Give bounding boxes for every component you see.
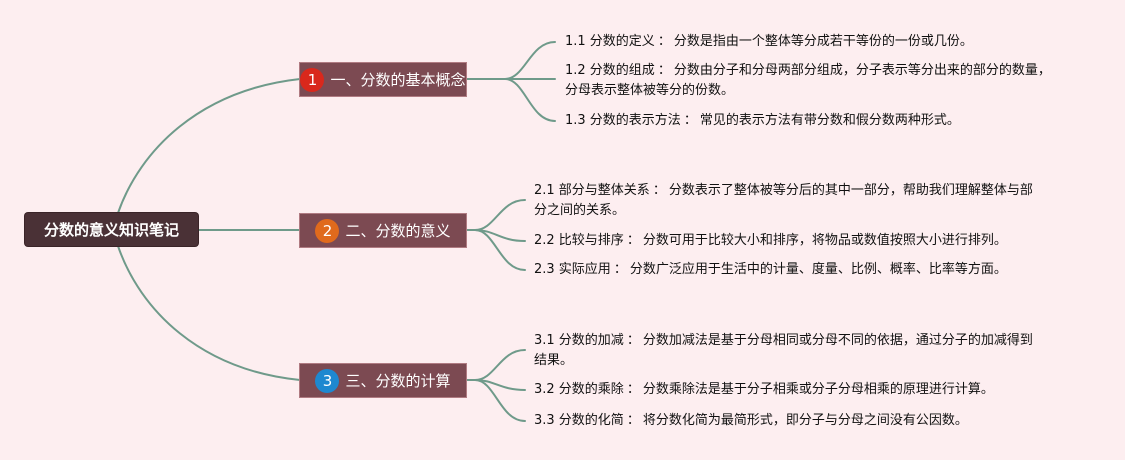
leaf-label: 3.3 分数的化简 xyxy=(534,413,624,428)
topic-number-badge-3: 3 xyxy=(315,368,340,393)
leaf-text: 分数广泛应用于生活中的计量、度量、比例、概率、比率等方面。 xyxy=(629,262,1007,277)
connector-topic-1-item-1 xyxy=(466,41,556,80)
topic-label-2: 二、分数的意义 xyxy=(345,222,451,240)
leaf-node-3-3[interactable]: 3.3 分数的化简：将分数化简为最简形式，即分子与分母之间没有公因数。 xyxy=(534,413,968,428)
leaf-node-3-1[interactable]: 3.1 分数的加减：分数加减法是基于分母相同或分母不同的依据，通过分子的加减得到… xyxy=(534,333,1033,368)
topic-label-3: 三、分数的计算 xyxy=(345,372,451,390)
connector-topic-1-item-3 xyxy=(504,78,556,122)
leaf-node-1-1[interactable]: 1.1 分数的定义：分数是指由一个整体等分成若干等份的一份或几份。 xyxy=(565,34,973,49)
leaf-node-1-3[interactable]: 1.3 分数的表示方法：常见的表示方法有带分数和假分数两种形式。 xyxy=(565,113,960,128)
leaf-text: 分数表示了整体被等分后的其中一部分，帮助我们理解整体与部分之间的关系。 xyxy=(534,183,1033,218)
root-node[interactable]: 分数的意义知识笔记 xyxy=(25,213,198,246)
topic-node-2[interactable]: 2 二、分数的意义 xyxy=(299,213,467,248)
leaf-label: 3.1 分数的加减 xyxy=(534,333,624,348)
leaf-text: 分数是指由一个整体等分成若干等份的一份或几份。 xyxy=(673,34,973,49)
leaf-text: 分数加减法是基于分母相同或分母不同的依据，通过分子的加减得到结果。 xyxy=(534,333,1033,368)
leaf-text: 分数由分子和分母两部分组成，分子表示等分出来的部分的数量，分母表示整体被等分的份… xyxy=(565,63,1051,98)
leaf-label: 2.2 比较与排序 xyxy=(534,233,624,248)
leaf-text: 分数乘除法是基于分子相乘或分子分母相乘的原理进行计算。 xyxy=(642,382,994,397)
leaf-node-2-3[interactable]: 2.3 实际应用：分数广泛应用于生活中的计量、度量、比例、概率、比率等方面。 xyxy=(534,262,1007,277)
connector-topic-3-item-3 xyxy=(474,379,526,422)
leaf-label: 1.2 分数的组成 xyxy=(565,63,655,78)
topic-label-1: 一、分数的基本概念 xyxy=(330,71,466,89)
leaf-node-3-2[interactable]: 3.2 分数的乘除：分数乘除法是基于分子相乘或分子分母相乘的原理进行计算。 xyxy=(534,382,994,397)
topic-number-badge-2: 2 xyxy=(315,218,340,243)
leaf-text: 常见的表示方法有带分数和假分数两种形式。 xyxy=(699,113,960,128)
leaf-label: 2.1 部分与整体关系 xyxy=(534,183,650,198)
leaf-label: 1.3 分数的表示方法 xyxy=(565,113,681,128)
leaf-label: 1.1 分数的定义 xyxy=(565,34,655,49)
connector-topic-2-item-1 xyxy=(466,199,526,231)
connector-topic-2-item-3 xyxy=(474,229,526,271)
leaf-label: 3.2 分数的乘除 xyxy=(534,382,624,397)
leaf-text: 分数可用于比较大小和排序，将物品或数值按照大小进行排列。 xyxy=(642,233,1007,248)
leaf-node-2-2[interactable]: 2.2 比较与排序：分数可用于比较大小和排序，将物品或数值按照大小进行排列。 xyxy=(534,233,1007,248)
leaf-text: 将分数化简为最简形式，即分子与分母之间没有公因数。 xyxy=(642,413,968,428)
connector-root-topic-3 xyxy=(117,245,301,381)
topic-node-1[interactable]: 1 一、分数的基本概念 xyxy=(299,62,467,97)
topic-node-3[interactable]: 3 三、分数的计算 xyxy=(299,363,467,398)
connector-topic-3-item-1 xyxy=(466,349,526,381)
leaf-node-2-1[interactable]: 2.1 部分与整体关系：分数表示了整体被等分后的其中一部分，帮助我们理解整体与部… xyxy=(534,183,1033,218)
root-title: 分数的意义知识笔记 xyxy=(43,221,179,239)
topic-number-badge-1: 1 xyxy=(300,67,325,92)
leaf-label: 2.3 实际应用 xyxy=(534,262,611,277)
leaf-node-1-2[interactable]: 1.2 分数的组成：分数由分子和分母两部分组成，分子表示等分出来的部分的数量，分… xyxy=(565,63,1051,98)
connector-root-topic-1 xyxy=(117,78,301,214)
